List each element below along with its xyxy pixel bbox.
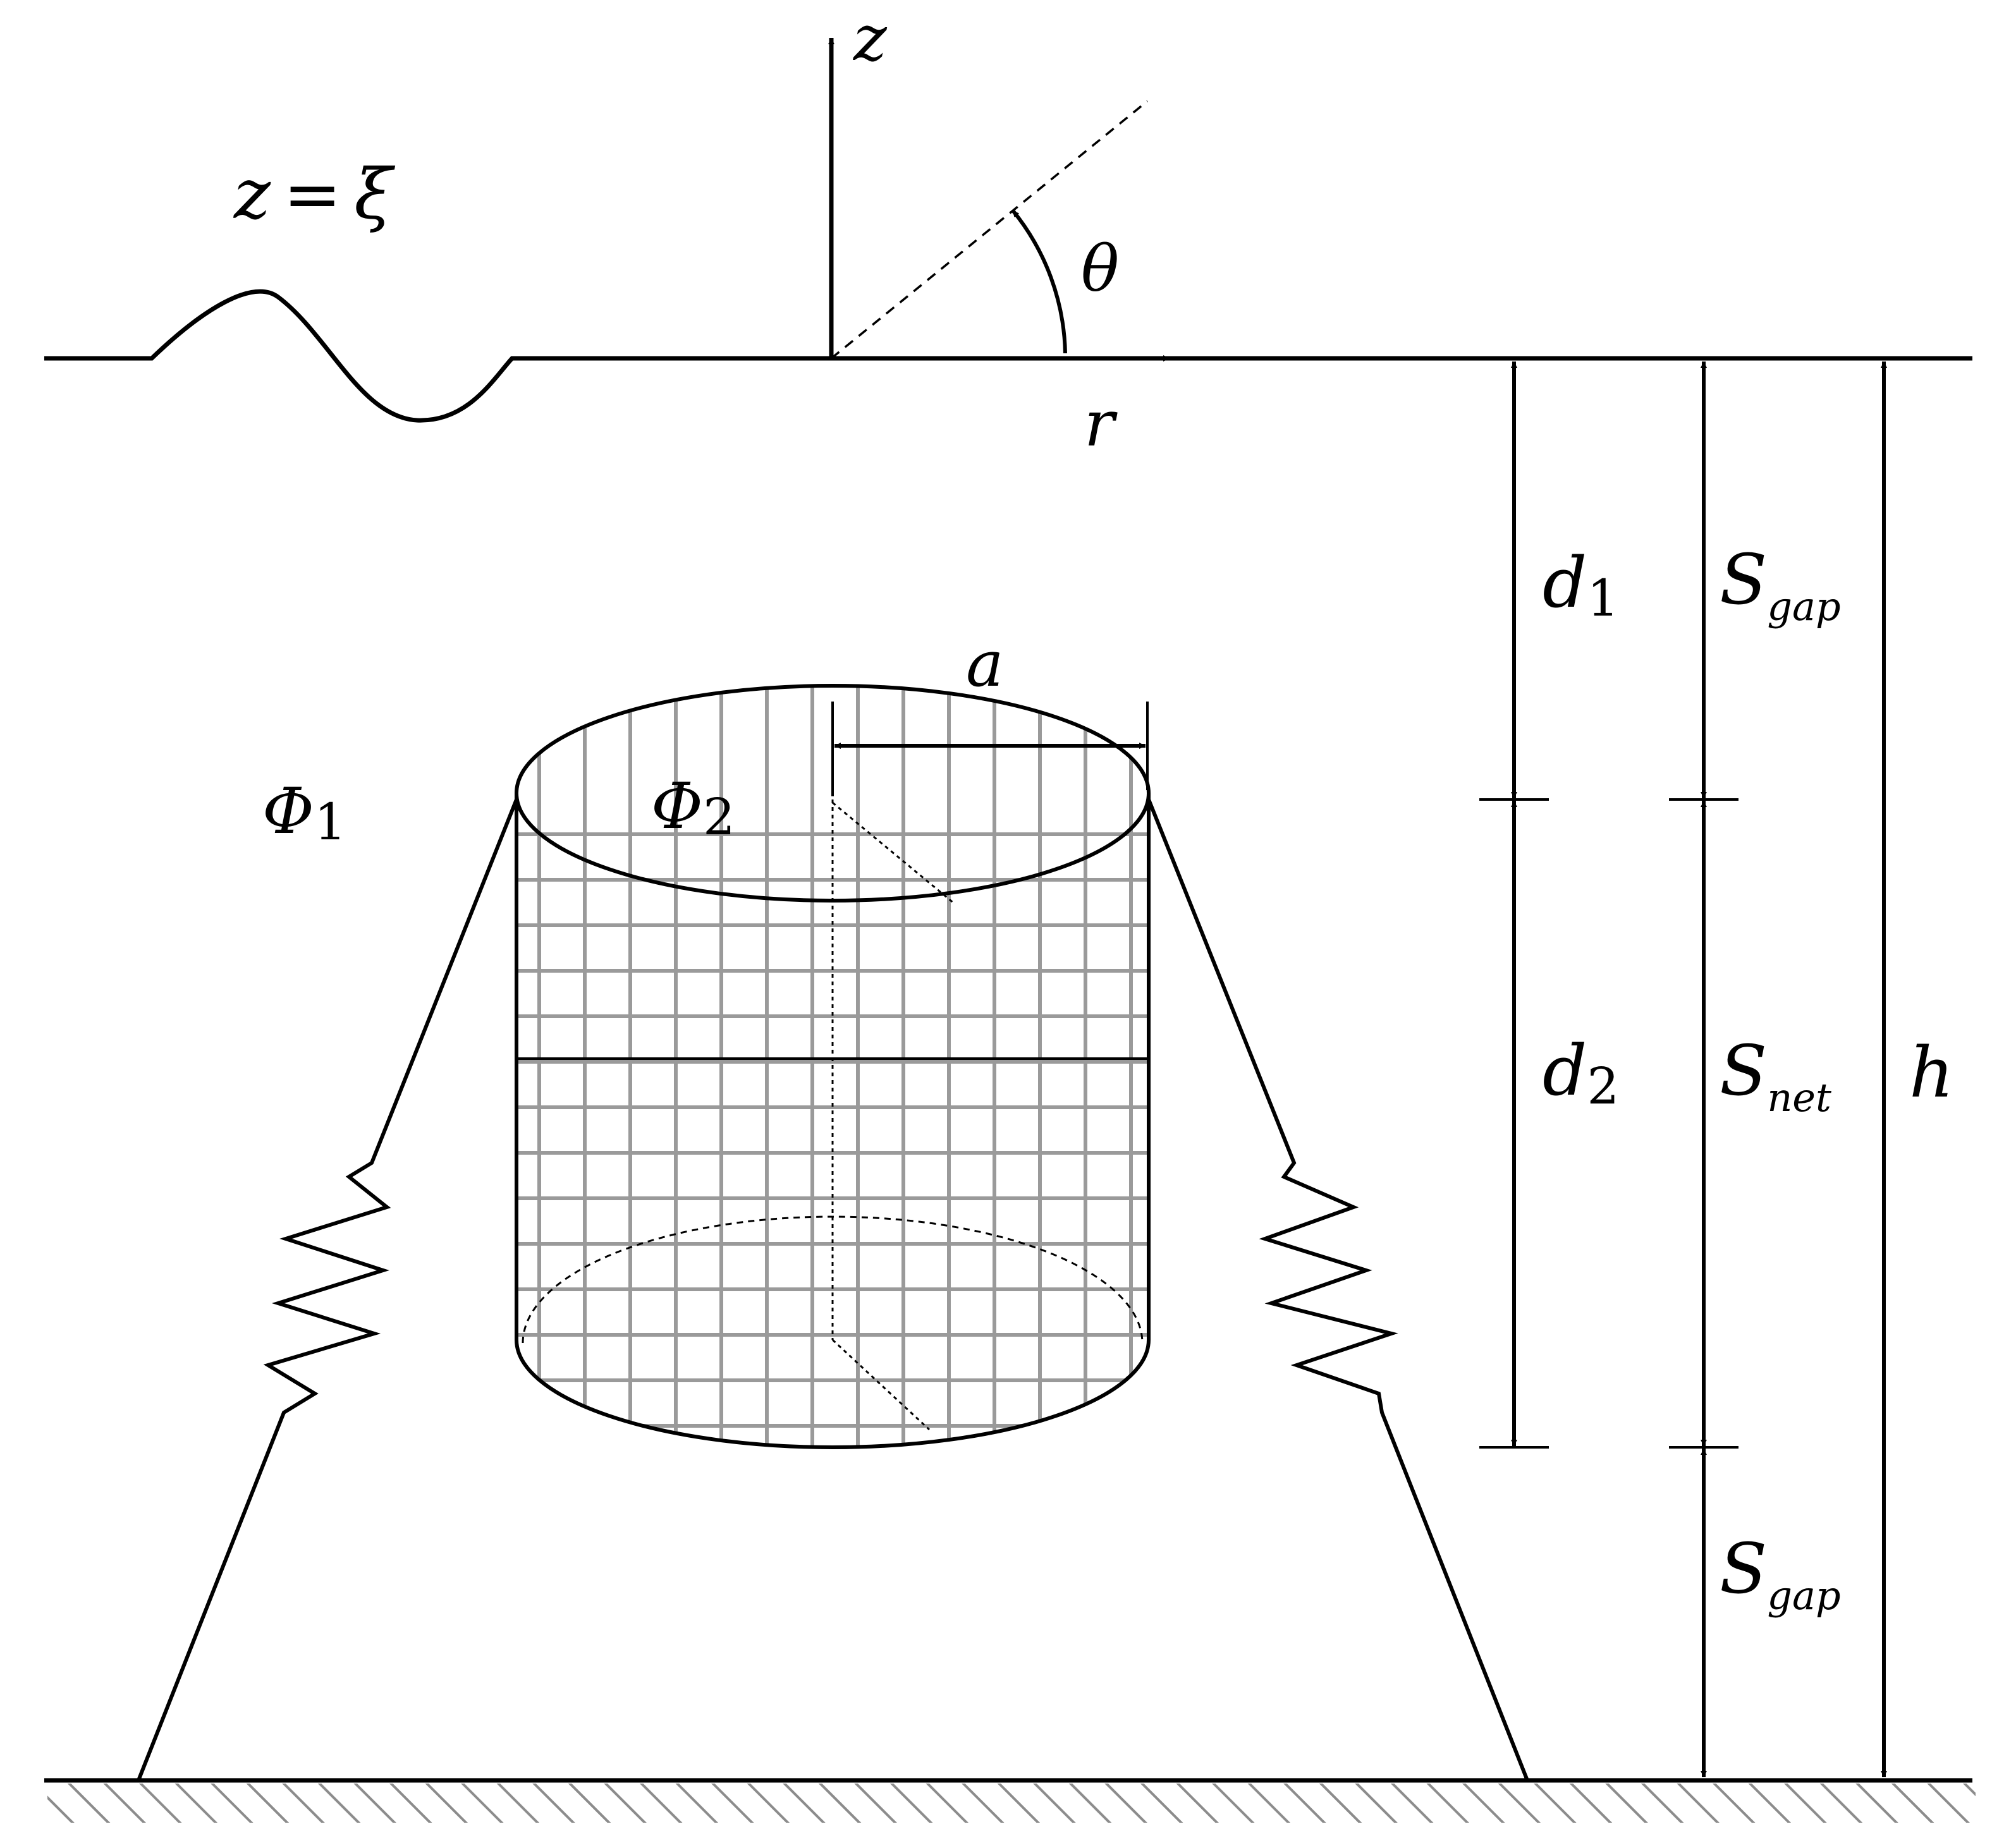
theta-arc [1011, 209, 1067, 354]
d2-label: d2 [1543, 1030, 1619, 1115]
phi-1-label: Φ1 [262, 774, 346, 851]
mooring-line-left [137, 798, 518, 1782]
free-surface-line [44, 289, 1972, 423]
coordinate-axes [828, 38, 1170, 362]
net-mesh [516, 686, 1149, 1447]
z-axis-label: z [853, 1, 888, 75]
phi-2-label: Φ2 [651, 769, 735, 846]
radius-label: a [966, 627, 1004, 701]
theta-reference-line [830, 100, 1149, 360]
cage-bottom-front-edge [515, 1339, 1151, 1449]
r-axis-label: r [1084, 387, 1118, 461]
d1-label: d1 [1543, 542, 1619, 628]
cage-top-rim [515, 684, 1151, 903]
depth-dimensions [1479, 362, 1887, 1777]
seabed-hatching [47, 1784, 1976, 1823]
cage-radius-top-dotted [832, 801, 955, 905]
net-cage [515, 684, 1151, 1449]
s-gap-bottom-label: Sgap [1720, 1528, 1841, 1619]
h-label: h [1909, 1032, 1954, 1113]
s-gap-top-label: Sgap [1720, 539, 1841, 629]
theta-label: θ [1081, 232, 1119, 306]
radius-dimension [831, 702, 1149, 796]
cage-radius-bottom-dotted [831, 1339, 931, 1431]
free-surface-label: z=ξ [233, 154, 396, 234]
s-net-label: Snet [1720, 1030, 1831, 1121]
mooring-line-right [1147, 798, 1529, 1782]
